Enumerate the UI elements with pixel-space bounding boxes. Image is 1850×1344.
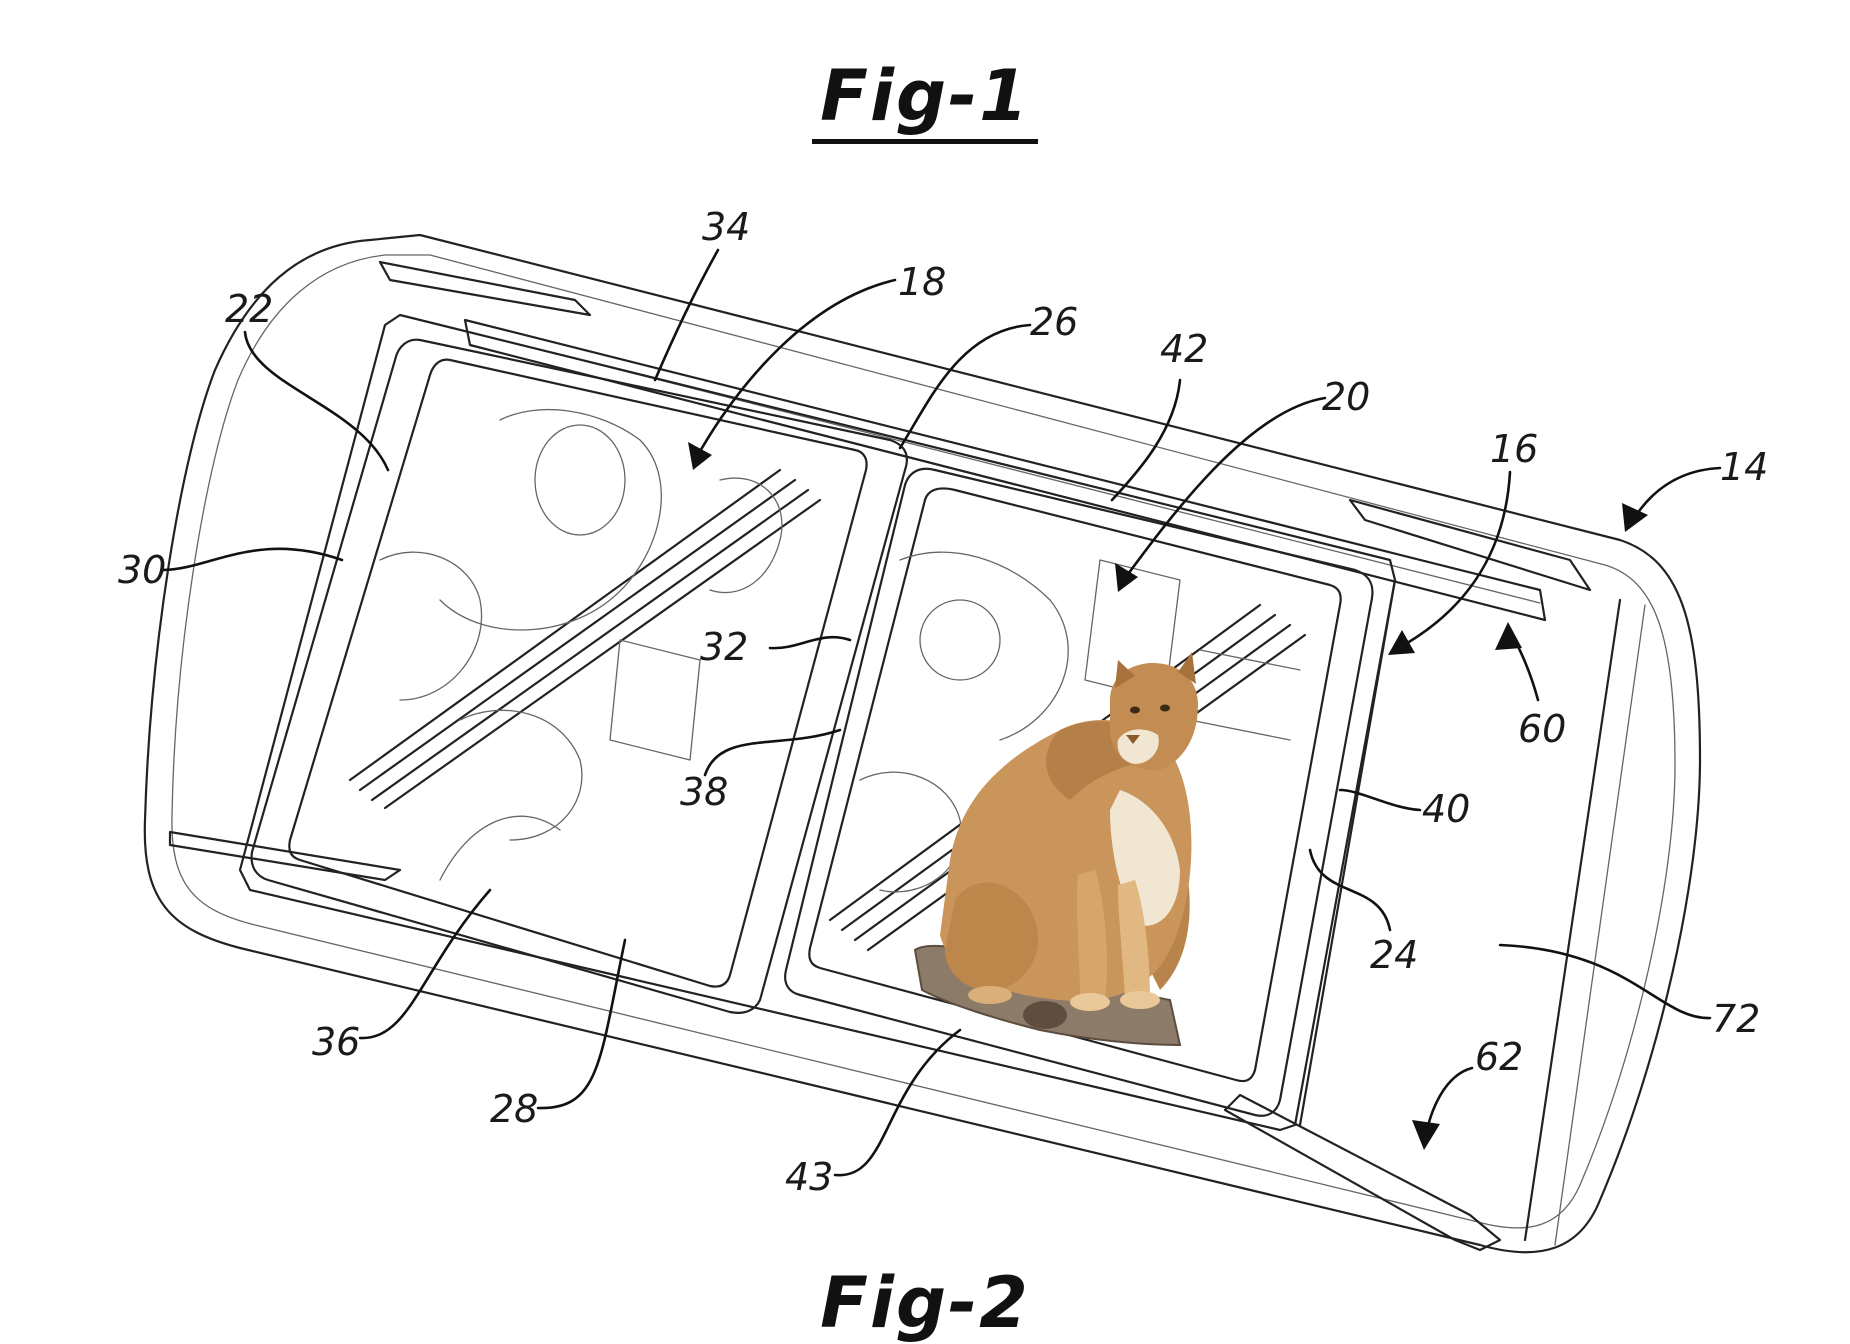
leader-20 [1118,396,1327,587]
cougar-hind-paw [968,986,1012,1004]
vehicle-roof-diagram: 34 18 26 42 20 16 14 22 30 32 38 40 24 6… [118,205,1768,1254]
leader-43 [833,1028,962,1177]
front-panel-frame [250,338,908,1014]
rear-panel-glass [808,487,1342,1083]
cougar-eye-2 [1160,704,1170,712]
cougar-ear [1115,660,1135,688]
leader-32 [768,635,852,650]
leader-22 [243,330,390,472]
ref-72: 72 [1712,997,1760,1041]
ref-26: 26 [1030,300,1078,344]
ref-36: 36 [312,1020,360,1064]
ref-20: 20 [1322,375,1370,419]
ref-60: 60 [1518,707,1566,751]
leader-24 [1308,848,1392,932]
leader-16 [1393,470,1512,652]
cougar-front-leg-2 [1118,880,1150,998]
top-right-rail [1348,498,1592,592]
top-left-rail [378,260,592,317]
ref-22: 22 [225,287,273,331]
ref-40: 40 [1422,787,1470,831]
leader-38 [703,728,842,777]
ref-30: 30 [118,548,166,592]
leader-28 [536,938,627,1110]
log-knot [1023,1001,1067,1029]
leader-42 [1110,378,1182,502]
ref-42: 42 [1160,327,1208,371]
front-roof-rail [168,830,402,882]
ref-28: 28 [490,1087,538,1131]
arrow-heads [688,442,1648,1150]
cougar-photo [913,652,1198,1047]
cougar-paw [1070,993,1110,1011]
arrow-head-14 [1622,503,1648,532]
leader-34 [653,248,720,382]
front-panel-glass [288,358,868,988]
ref-62: 62 [1475,1035,1523,1079]
leader-72 [1498,943,1712,1020]
ref-34: 34 [702,205,750,249]
figure-title-top: Fig-1 [0,55,1850,144]
ref-14: 14 [1720,445,1768,489]
cougar-front-leg [1077,870,1107,1000]
rear-roof-rail [1223,1093,1502,1252]
cougar-paw-2 [1120,991,1160,1009]
arrow-head-18 [688,442,712,470]
cougar-ear-2 [1178,652,1196,684]
ref-18: 18 [898,260,946,304]
leader-26 [898,323,1032,450]
cougar-hind-leg [945,882,1039,991]
arrow-head-20 [1115,563,1138,592]
roof-track-strip [463,318,1547,622]
arrow-head-60 [1495,622,1522,650]
arrow-head-16 [1388,630,1415,655]
rear-panel-frame [784,467,1374,1117]
ref-38: 38 [680,770,728,814]
vehicle-body-outline [143,233,1702,1254]
cougar-eye [1130,706,1140,714]
figure-title-bottom: Fig-2 [820,1262,1030,1344]
ref-16: 16 [1490,427,1538,471]
rear-roof-section-edge [1298,578,1397,1127]
ref-32: 32 [700,625,748,669]
ref-24: 24 [1370,933,1418,977]
leader-30 [160,547,344,572]
patent-drawing: Fig-1 [0,55,1850,1344]
roof-opening-frame [238,313,1397,1132]
arrow-head-62 [1412,1120,1440,1150]
rear-roof-section-edge-3 [1554,604,1646,1246]
cougar-nose [1126,735,1140,744]
rear-roof-section-edge-2 [1523,598,1622,1242]
cougar-muzzle [1117,729,1159,764]
ref-43: 43 [785,1155,833,1199]
reference-numerals: 34 18 26 42 20 16 14 22 30 32 38 40 24 6… [118,205,1768,1199]
leader-36 [358,888,492,1040]
leader-18 [693,278,897,462]
leader-40 [1338,788,1422,812]
front-glass-hatching [348,468,822,810]
